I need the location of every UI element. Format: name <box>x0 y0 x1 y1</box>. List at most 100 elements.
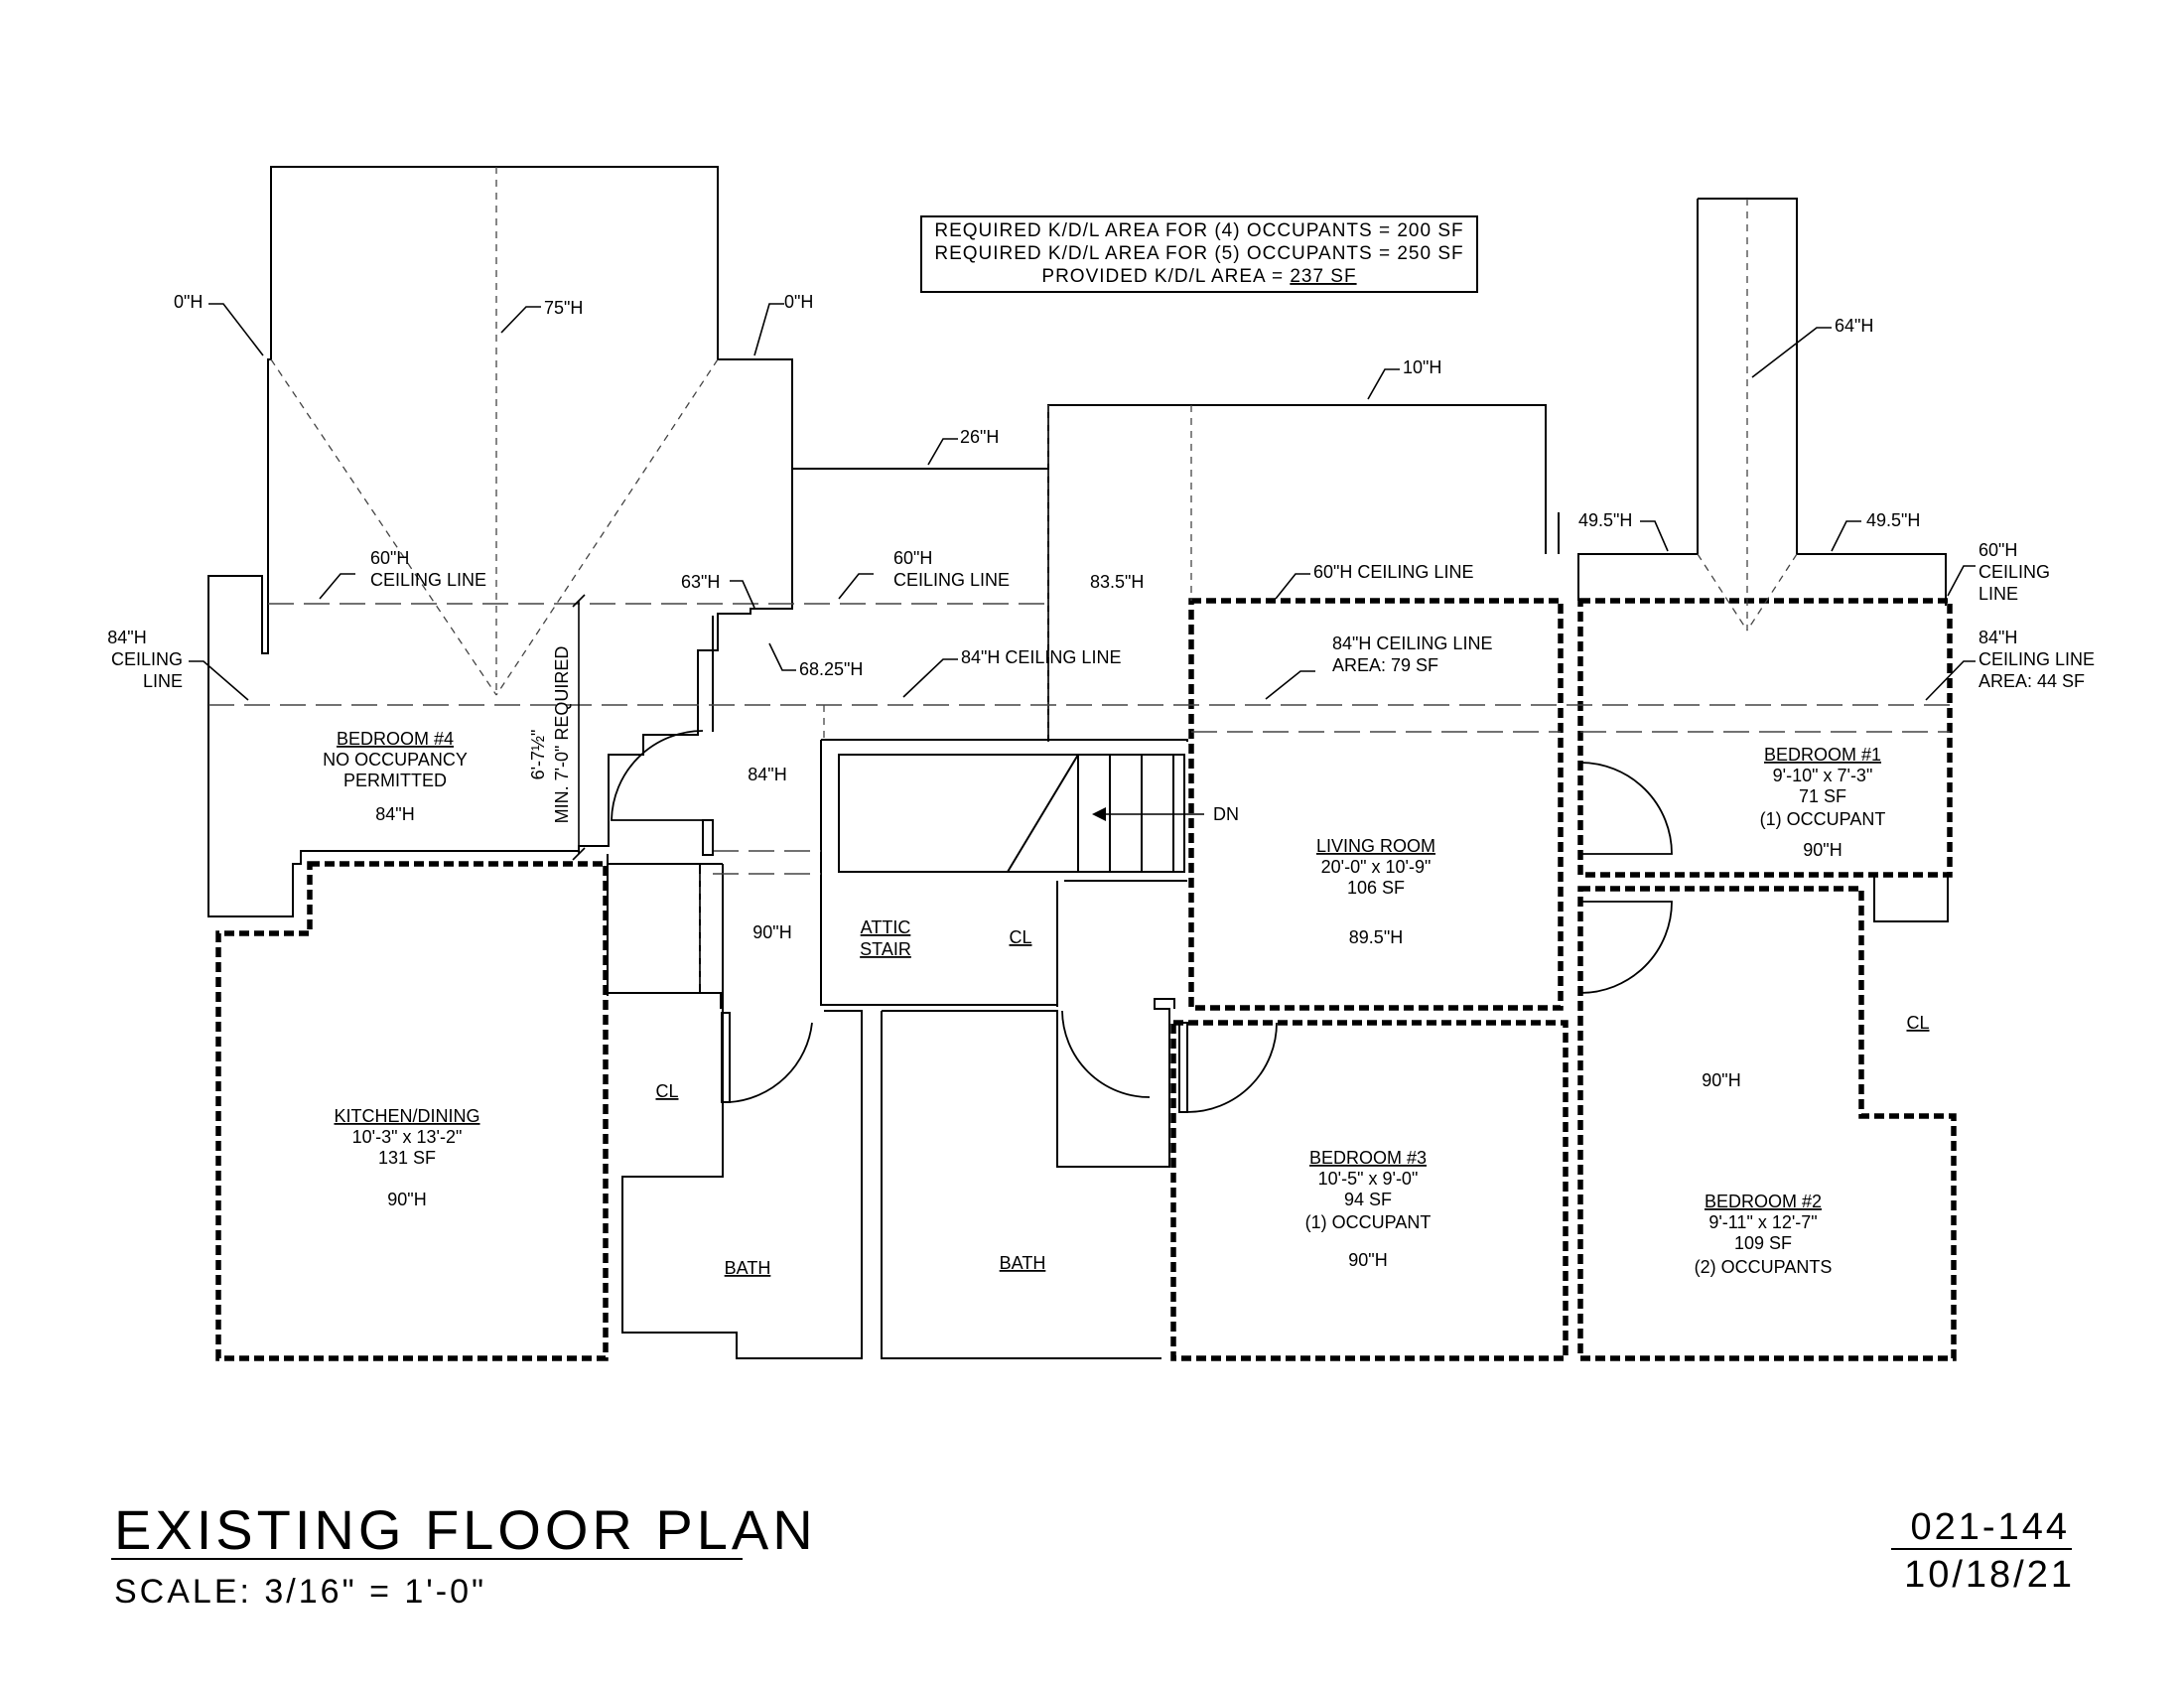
label-26h: 26"H <box>960 427 999 447</box>
note-box <box>920 215 1478 293</box>
label-60h-right-line: LINE <box>1979 584 2018 604</box>
label-10h: 10"H <box>1403 357 1441 377</box>
living-dims: 20'-0" x 10'-9" <box>1321 857 1432 877</box>
label-84h-left-ceiling: CEILING <box>111 649 183 669</box>
leader-84h-right <box>1925 660 1976 701</box>
label-84h-left: 84"H <box>107 628 146 647</box>
bedroom1-dims: 9'-10" x 7'-3" <box>1773 766 1873 785</box>
drawing-title: EXISTING FLOOR PLAN <box>114 1498 817 1561</box>
bedroom3-occupants: (1) OCCUPANT <box>1305 1212 1432 1232</box>
ridge-left-diag-1 <box>270 358 497 696</box>
room-labels: BEDROOM #4 NO OCCUPANCY PERMITTED 84"H K… <box>323 633 1929 1278</box>
leader-60h-living <box>1275 573 1310 600</box>
door-jamb-hall <box>721 1012 731 1103</box>
label-90h-hall: 90"H <box>752 922 791 942</box>
door-bath-center <box>1061 1010 1151 1098</box>
bedroom2-name: BEDROOM #2 <box>1705 1192 1822 1211</box>
bedroom3-name: BEDROOM #3 <box>1309 1148 1427 1168</box>
door-bedroom4 <box>611 730 704 821</box>
leader-84h-ceiling <box>902 658 958 698</box>
wall-hall-left <box>607 854 863 1359</box>
room-boundaries <box>215 598 1957 1361</box>
ridge-right-diag-1 <box>1697 553 1748 632</box>
leader-495h-left <box>1640 520 1669 552</box>
bedroom4-line2: PERMITTED <box>343 771 447 790</box>
leader-63h <box>730 580 755 609</box>
living-name: LIVING ROOM <box>1316 836 1435 856</box>
living-ceiling: 84"H CEILING LINE <box>1332 633 1492 653</box>
clearance-dimension: 6'-7½" MIN. 7'-0" REQUIRED <box>528 594 586 861</box>
bedroom4-line1: NO OCCUPANCY <box>323 750 468 770</box>
leader-495h-right <box>1831 520 1861 552</box>
label-60h-right: 60"H <box>1979 540 2017 560</box>
wall-bedroom4-gable <box>207 166 793 917</box>
note-line-3: PROVIDED K/D/L AREA = 237 SF <box>1041 266 1356 287</box>
label-60h-center-ceiling: CEILING LINE <box>893 570 1010 590</box>
kitchen-name: KITCHEN/DINING <box>334 1106 479 1126</box>
label-84h-right-area: AREA: 44 SF <box>1979 671 2085 691</box>
note-line-3-value: 237 SF <box>1290 266 1356 287</box>
label-84h-ceiling-center: 84"H CEILING LINE <box>961 647 1121 667</box>
bedroom2-occupants: (2) OCCUPANTS <box>1695 1257 1833 1277</box>
bedroom4-height: 84"H <box>375 804 414 824</box>
leader-60h-center <box>838 573 874 600</box>
leader-84h-living <box>1265 670 1315 700</box>
clearance-required: MIN. 7'-0" REQUIRED <box>552 646 572 824</box>
door-jamb-bed3 <box>1178 1022 1188 1113</box>
label-0h-right: 0"H <box>784 292 813 312</box>
stair-arrow-head <box>1092 807 1106 821</box>
bedroom2-dims: 9'-11" x 12'-7" <box>1708 1212 1817 1232</box>
wall-bedroom1-notch <box>1873 875 1949 922</box>
bedroom2-height: 90"H <box>1702 1070 1740 1090</box>
bedroom2-boundary <box>1577 886 1957 1361</box>
label-63h: 63"H <box>681 572 720 592</box>
living-boundary <box>1188 598 1564 1011</box>
bedroom3-height: 90"H <box>1348 1250 1387 1270</box>
closet-label-right: CL <box>1906 1013 1929 1033</box>
note-line-2: REQUIRED K/D/L AREA FOR (5) OCCUPANTS = … <box>934 243 1463 264</box>
leader-75h <box>500 306 541 334</box>
wall-hall-stub <box>699 864 724 1008</box>
label-60h-living: 60"H CEILING LINE <box>1313 562 1473 582</box>
label-835h: 83.5"H <box>1090 572 1144 592</box>
closet-label-left: CL <box>655 1081 678 1101</box>
label-0h-left: 0"H <box>174 292 203 312</box>
closet-label-hall: CL <box>1009 927 1031 947</box>
door-jamb-bed4 <box>702 819 714 856</box>
bedroom1-boundary <box>1577 598 1953 878</box>
stair-outline-lower <box>820 739 1188 1007</box>
attic-stair-label-2: STAIR <box>860 939 911 959</box>
attic-stair-label-1: ATTIC <box>861 917 911 937</box>
bedroom1-name: BEDROOM #1 <box>1764 745 1881 765</box>
label-495h-left: 49.5"H <box>1578 510 1632 530</box>
bedroom1-occupants: (1) OCCUPANT <box>1760 809 1886 829</box>
wall-hall-lines <box>607 863 723 996</box>
label-64h: 64"H <box>1835 316 1873 336</box>
leader-60h-right <box>1947 565 1976 597</box>
label-60h-right-ceiling: CEILING <box>1979 562 2050 582</box>
bedroom3-boundary <box>1170 1020 1569 1361</box>
bedroom1-area: 71 SF <box>1799 786 1846 806</box>
leader-60h-left <box>319 573 355 600</box>
bedroom1-height: 90"H <box>1803 840 1842 860</box>
wall-bath-center <box>881 998 1175 1359</box>
clearance-tick-top <box>572 594 586 608</box>
label-60h-center: 60"H <box>893 548 932 568</box>
label-60h-left: 60"H <box>370 548 409 568</box>
leaders <box>189 303 1976 821</box>
label-495h-right: 49.5"H <box>1866 510 1920 530</box>
label-60h-left-ceiling: CEILING LINE <box>370 570 486 590</box>
doors <box>611 730 1673 1113</box>
bedroom4-name: BEDROOM #4 <box>337 729 454 749</box>
door-hall-left <box>729 1013 813 1103</box>
project-number: 021-144 <box>1911 1506 2070 1548</box>
stair-box <box>838 754 1185 873</box>
drawing-date: 10/18/21 <box>1904 1554 2075 1596</box>
area-note: REQUIRED K/D/L AREA FOR (4) OCCUPANTS = … <box>920 215 1478 293</box>
stair-dn-label: DN <box>1213 804 1239 824</box>
clearance-tick-bottom <box>572 847 586 861</box>
kitchen-area: 131 SF <box>378 1148 436 1168</box>
bedroom3-dims: 10'-5" x 9'-0" <box>1318 1169 1419 1189</box>
drawing-scale: SCALE: 3/16" = 1'-0" <box>114 1573 486 1611</box>
bath-label-center: BATH <box>1000 1253 1046 1273</box>
